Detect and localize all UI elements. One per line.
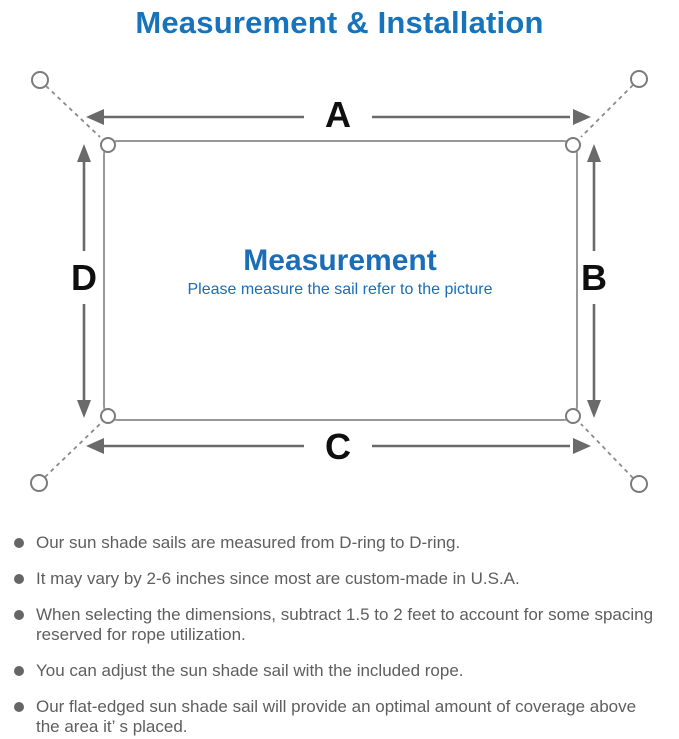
note-line: It may vary by 2-6 inches since most are… [36, 569, 520, 588]
bullet-dot-icon [14, 538, 24, 548]
arrowhead-left-icon [86, 109, 104, 125]
dimension-label-d: D [71, 257, 97, 298]
dimension-label-c: C [325, 426, 351, 467]
dimension-label-b: B [581, 257, 607, 298]
anchor-ring-top-left-icon [31, 71, 49, 89]
measurement-diagram: A D B C Measurement Please measure the s… [30, 70, 648, 493]
arrowhead-right-icon [573, 438, 591, 454]
list-item: Our flat-edged sun shade sail will provi… [6, 697, 677, 737]
dimension-arrow-b [587, 144, 601, 418]
notes-list: Our sun shade sails are measured from D-… [6, 533, 677, 737]
dimension-arrow-a [86, 109, 591, 125]
anchor-ring-bottom-left-icon [30, 474, 48, 492]
note-line: Our sun shade sails are measured from D-… [36, 533, 461, 552]
note-text: When selecting the dimensions, subtract … [36, 605, 653, 645]
note-line: reserved for rope utilization. [36, 625, 246, 644]
d-ring-bottom-right-icon [565, 408, 581, 424]
rope-line-bottom-left [44, 423, 101, 478]
list-item: You can adjust the sun shade sail with t… [6, 661, 677, 681]
rope-line-top-right [580, 84, 634, 138]
note-line: You can adjust the sun shade sail with t… [36, 661, 464, 680]
page-title: Measurement & Installation [135, 5, 544, 40]
dimension-arrow-d [77, 144, 91, 418]
note-text: You can adjust the sun shade sail with t… [36, 661, 464, 681]
note-text: Our sun shade sails are measured from D-… [36, 533, 460, 553]
diagram-center-title: Measurement [243, 244, 436, 277]
note-line: When selecting the dimensions, subtract … [36, 605, 654, 624]
arrowhead-down-icon [77, 400, 91, 418]
sail-outline [103, 140, 578, 421]
anchor-ring-bottom-right-icon [630, 475, 648, 493]
rope-line-top-left [45, 85, 101, 138]
note-text: Our flat-edged sun shade sail will provi… [36, 697, 636, 737]
arrowhead-down-icon [587, 400, 601, 418]
bullet-dot-icon [14, 666, 24, 676]
d-ring-bottom-left-icon [100, 408, 116, 424]
dimension-arrow-c [86, 438, 591, 454]
arrowhead-right-icon [573, 109, 591, 125]
arrowhead-left-icon [86, 438, 104, 454]
arrowhead-up-icon [587, 144, 601, 162]
note-line: Our flat-edged sun shade sail will provi… [36, 697, 637, 716]
note-text: It may vary by 2-6 inches since most are… [36, 569, 520, 589]
bullet-dot-icon [14, 702, 24, 712]
d-ring-top-left-icon [100, 137, 116, 153]
diagram-center-subtitle: Please measure the sail refer to the pic… [187, 281, 492, 298]
bullet-dot-icon [14, 610, 24, 620]
rope-line-bottom-right [580, 423, 634, 479]
list-item: It may vary by 2-6 inches since most are… [6, 569, 677, 589]
list-item: When selecting the dimensions, subtract … [6, 605, 677, 645]
bullet-dot-icon [14, 574, 24, 584]
anchor-ring-top-right-icon [630, 70, 648, 88]
list-item: Our sun shade sails are measured from D-… [6, 533, 677, 553]
arrowhead-up-icon [77, 144, 91, 162]
d-ring-top-right-icon [565, 137, 581, 153]
note-line: the area it’ s placed. [36, 717, 188, 736]
dimension-label-a: A [325, 94, 351, 135]
